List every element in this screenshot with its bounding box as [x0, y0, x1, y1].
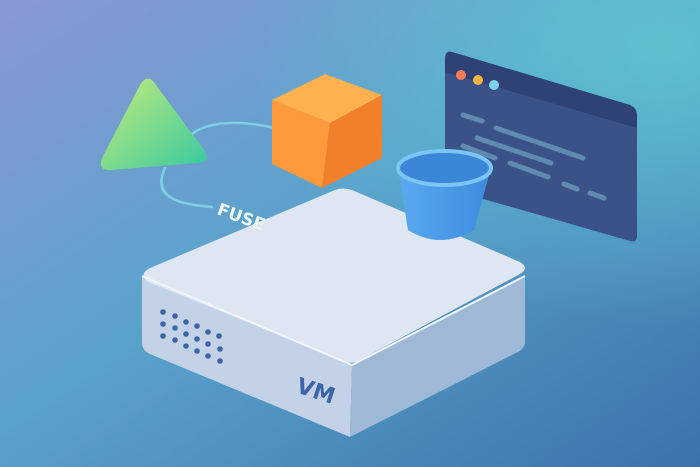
- vent-holes-grid: [160, 309, 223, 364]
- storage-bucket-icon: [396, 149, 493, 240]
- app-window-icon: [445, 51, 637, 242]
- window-dot-red: [456, 70, 466, 80]
- window-dot-yellow: [473, 75, 483, 85]
- cube-icon: [272, 74, 382, 188]
- window-dot-teal: [489, 80, 499, 90]
- triangle-shape-icon: [100, 78, 207, 171]
- code-lines: [460, 112, 607, 201]
